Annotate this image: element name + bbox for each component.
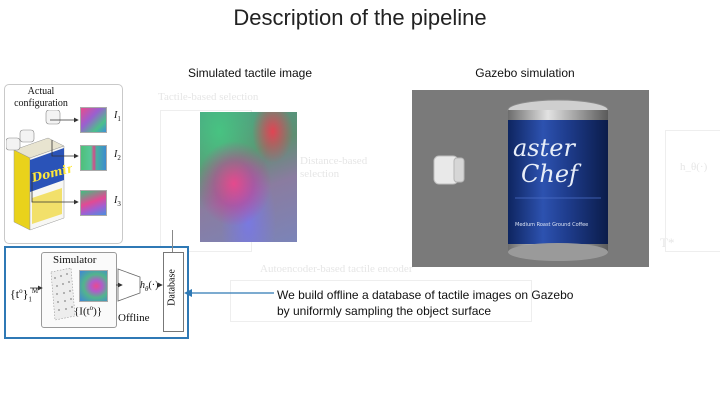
database-connector xyxy=(172,230,173,252)
tactile-image-2 xyxy=(80,145,107,171)
object-points-label: {to}1M xyxy=(10,287,39,304)
tactile-image-1 xyxy=(80,107,107,133)
ghost-label-tactile: Tactile-based selection xyxy=(158,91,259,103)
can-subtitle: Medium Roast Ground Coffee xyxy=(515,222,588,228)
gazebo-simulation-view: aster Chef Medium Roast Ground Coffee xyxy=(412,90,649,267)
ghost-symbol-encoder: h_θ(·) xyxy=(680,161,708,173)
can-brand-line-2: Chef xyxy=(521,160,582,188)
simulated-images-label: {I(to)} xyxy=(74,304,102,318)
simulated-tactile-image xyxy=(200,112,297,242)
caption-text: We build offline a database of tactile i… xyxy=(277,288,574,318)
ghost-box-2 xyxy=(665,130,720,252)
caption-arrow xyxy=(184,289,274,297)
offline-label: Offline xyxy=(118,312,150,324)
gazebo-simulation-label: Gazebo simulation xyxy=(475,66,575,80)
image-3-subscript: 3 xyxy=(117,200,121,208)
simulated-tactile-label: Simulated tactile image xyxy=(187,66,313,80)
can-brand-line-1: aster xyxy=(513,134,576,162)
image-3-letter: I xyxy=(114,195,118,206)
ghost-box-3 xyxy=(230,280,532,322)
ghost-label-autoencoder: Autoencoder-based tactile encoder xyxy=(260,263,413,275)
image-2-subscript: 2 xyxy=(117,154,121,162)
simulator-title: Simulator xyxy=(53,254,97,266)
encoder-trapezoid-icon xyxy=(117,268,141,302)
database-box xyxy=(163,252,184,332)
tactile-image-1-label: I1 xyxy=(114,110,121,123)
point-cloud-icon xyxy=(50,267,76,321)
simulator-arrows xyxy=(30,282,163,291)
images-sup: o xyxy=(89,304,94,312)
points-supM: M xyxy=(31,287,39,295)
tactile-image-2-label: I2 xyxy=(114,149,121,162)
config-arrows xyxy=(31,117,79,205)
points-set-open: {t xyxy=(10,287,20,301)
ghost-symbol-t: T* xyxy=(660,235,675,250)
image-2-letter: I xyxy=(114,149,118,160)
encoder-label: hθ(·) xyxy=(140,280,158,293)
encoder-sub: θ xyxy=(145,285,149,293)
encoder-end: (·) xyxy=(148,280,159,291)
sensor-icon xyxy=(6,110,61,151)
image-1-subscript: 1 xyxy=(117,115,121,123)
slide-title: Description of the pipeline xyxy=(233,5,487,30)
points-sub: 1 xyxy=(28,295,32,304)
tactile-image-3-label: I3 xyxy=(114,195,121,208)
images-set-open: {I(t xyxy=(74,305,90,318)
actual-configuration-label: Actual configuration xyxy=(14,86,68,109)
sugar-box-illustration: Domino xyxy=(6,110,72,231)
images-set-close: )} xyxy=(93,305,103,318)
simulator-tactile-image xyxy=(79,270,108,302)
coffee-can-render: aster Chef Medium Roast Ground Coffee xyxy=(507,99,609,261)
points-sup: o xyxy=(19,287,23,295)
background-diagram: Tactile-based selection Distance-based s… xyxy=(120,85,720,325)
ghost-label-distance: Distance-based selection xyxy=(300,155,368,180)
image-1-letter: I xyxy=(114,110,118,121)
encoder-h: h xyxy=(140,280,145,291)
tactile-image-3 xyxy=(80,190,107,216)
tactile-sensor-render xyxy=(433,155,465,185)
